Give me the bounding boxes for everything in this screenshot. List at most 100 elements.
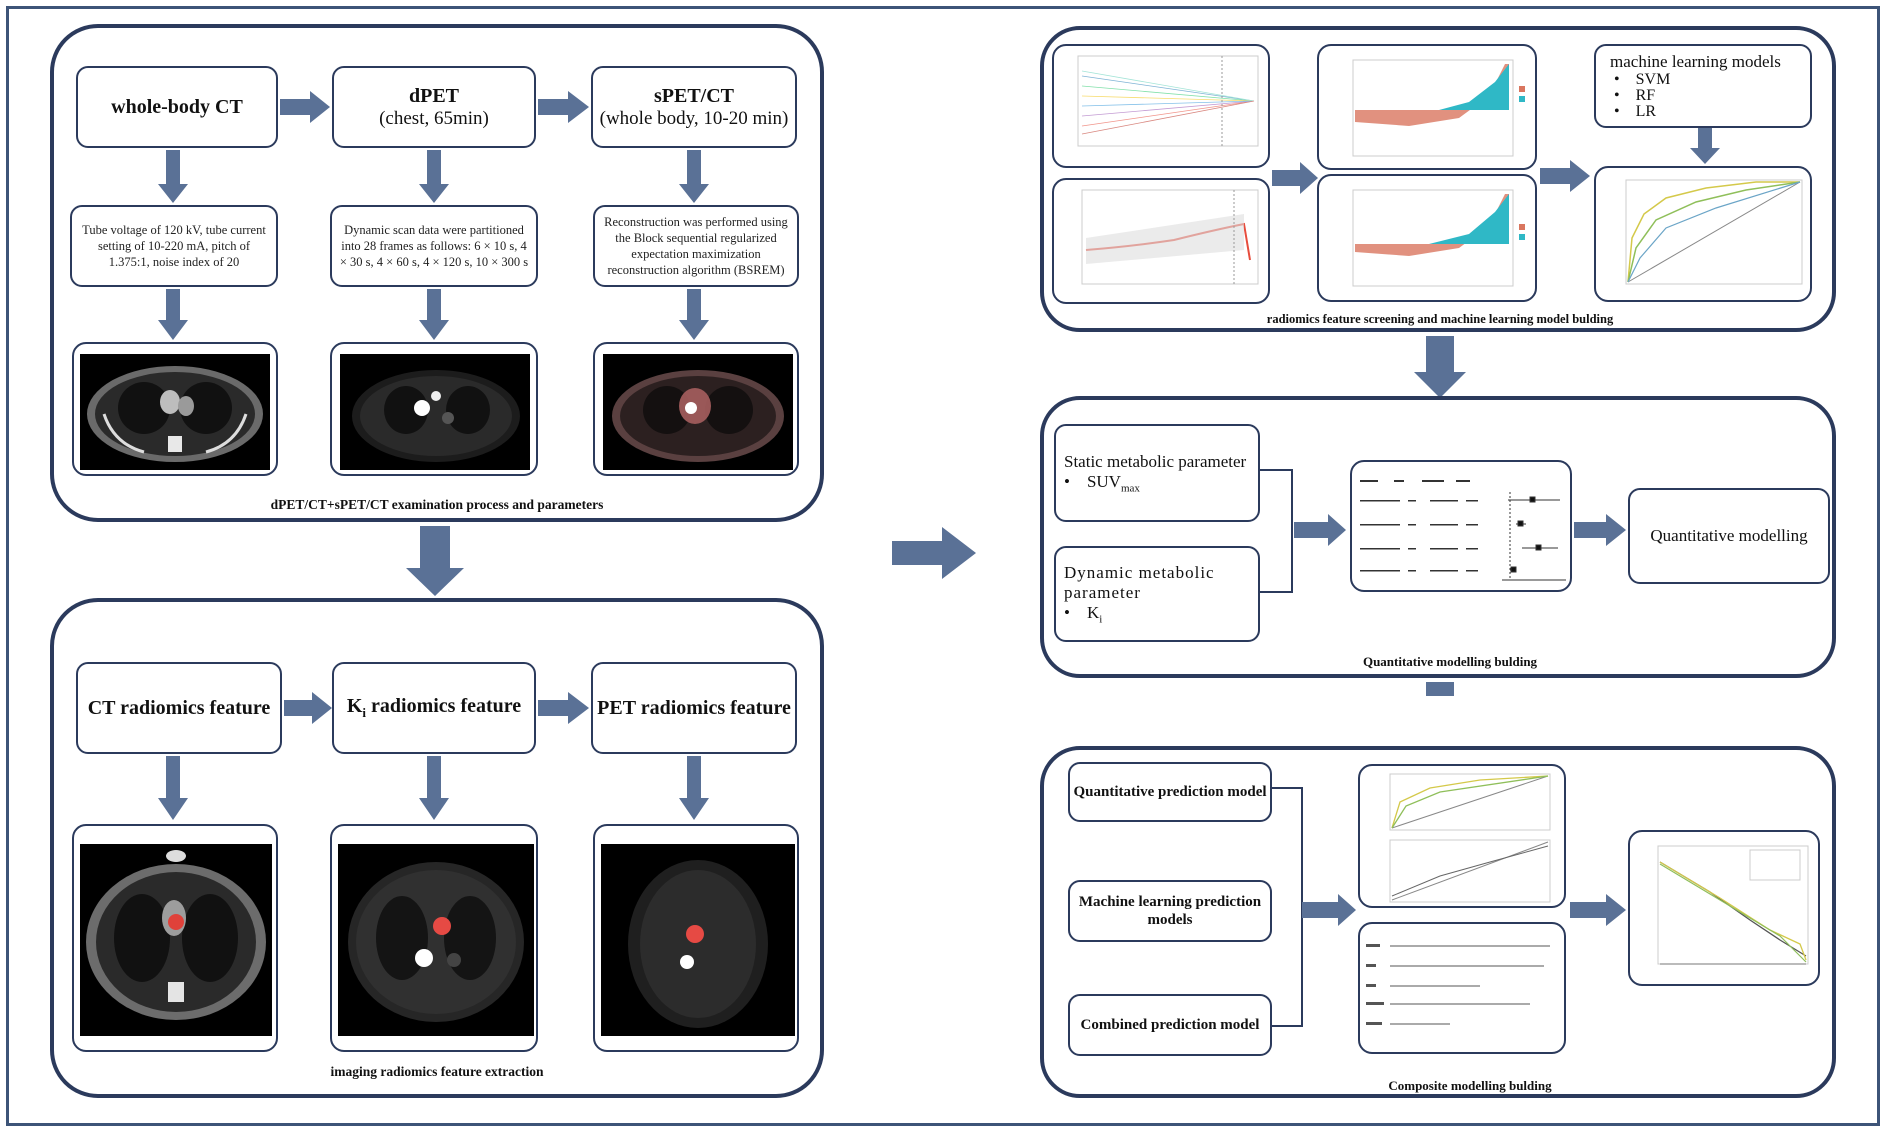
feature-screening-caption: radiomics feature screening and machine … xyxy=(1266,312,1614,326)
ml-item-lr: • LR xyxy=(1614,103,1657,120)
dpet-title: dPET xyxy=(408,84,460,107)
arrow-ml-down xyxy=(1690,128,1720,164)
lasso-path-chart xyxy=(1077,55,1259,147)
ki-radiomics-k: K xyxy=(346,695,363,717)
arrow-dpet-down-1 xyxy=(419,150,449,203)
right-bottom-arrows xyxy=(1272,787,1626,1027)
ct-scan-image xyxy=(80,354,270,470)
arrow-plots-to-dca xyxy=(1570,894,1626,926)
ml-prediction-models-label: Machine learning prediction models xyxy=(1078,894,1262,928)
roc-chart-ml xyxy=(1625,179,1803,285)
ct-radiomics-box: CT radiomics feature xyxy=(76,662,282,754)
spet-params-text: Reconstruction was performed using the B… xyxy=(604,215,788,277)
right-top-arrows xyxy=(1272,128,1720,398)
ct-params-text: Tube voltage of 120 kV, tube current set… xyxy=(82,223,266,269)
ml-models-box: machine learning models • SVM • RF • LR xyxy=(1594,44,1812,128)
nomogram-chart xyxy=(1366,944,1550,1025)
dpet-params-box: Dynamic scan data were partitioned into … xyxy=(330,205,538,287)
ml-prediction-models-box: Machine learning prediction models xyxy=(1068,880,1272,942)
feature-importance-chart-1 xyxy=(1352,59,1525,157)
feature-importance-chart-2 xyxy=(1352,189,1525,287)
dynamic-param-box: Dynamic metabolic parameter • Ki xyxy=(1054,546,1260,642)
decision-curve-chart xyxy=(1657,845,1809,965)
ml-item-rf-label: RF xyxy=(1635,87,1656,104)
ki-radiomics-rest: radiomics feature xyxy=(366,695,522,717)
ml-item-svm: • SVM xyxy=(1614,71,1671,88)
decision-curve-plot xyxy=(1628,830,1820,986)
quant-modelling-caption: Quantitative modelling bulding xyxy=(1362,654,1538,669)
spet-scan-frame xyxy=(593,342,799,476)
ml-item-lr-label: LR xyxy=(1635,103,1657,120)
arrow-dpet-down-2 xyxy=(419,289,449,340)
exam-process-caption: dPET/CT+sPET/CT examination process and … xyxy=(270,497,604,512)
ct-radiomics-scan-image xyxy=(80,844,272,1036)
arrow-panel-down xyxy=(406,526,464,596)
combined-prediction-model-label: Combined prediction model xyxy=(1080,1017,1260,1033)
spet-title: sPET/CT xyxy=(653,84,735,107)
roc-plot-ml xyxy=(1594,166,1812,302)
ki-radiomics-scan-image xyxy=(338,844,534,1036)
arrow-params-to-forest xyxy=(1294,514,1346,546)
bracket-models xyxy=(1272,787,1303,1027)
dynamic-param-item: • Ki xyxy=(1064,602,1103,626)
pet-radiomics-box: PET radiomics feature xyxy=(591,662,797,754)
nomogram-plot xyxy=(1358,922,1566,1054)
ki-radiomics-box: Ki radiomics feature xyxy=(332,662,536,754)
static-param-box: Static metabolic parameter • SUVmax xyxy=(1054,424,1260,522)
quant-prediction-model-label: Quantitative prediction model xyxy=(1073,784,1267,800)
dpet-scan-image xyxy=(340,354,530,470)
static-param-title: Static metabolic parameter xyxy=(1064,451,1247,471)
ki-radiomics-scan-frame xyxy=(330,824,538,1052)
arrow-importance-to-roc xyxy=(1540,160,1590,192)
ki-sub: i xyxy=(1099,613,1103,626)
arrow-ctrad-to-ki xyxy=(284,692,332,724)
dpet-scan-frame xyxy=(330,342,538,476)
static-param-item: • SUVmax xyxy=(1064,471,1140,495)
feature-importance-plot-2 xyxy=(1317,174,1537,302)
arrow-spet-down-2 xyxy=(679,289,709,340)
spet-scan-image xyxy=(603,354,793,470)
spet-params-box: Reconstruction was performed using the B… xyxy=(593,205,799,287)
forest-chart xyxy=(1360,480,1566,581)
arrow-ct-down-1 xyxy=(158,150,188,203)
ki-radiomics-sub: i xyxy=(362,705,367,720)
ml-models-title: machine learning models xyxy=(1610,52,1781,71)
ki-label: K xyxy=(1086,602,1100,622)
lasso-cv-chart xyxy=(1081,189,1259,285)
ki-radiomics-title: Ki radiomics feature xyxy=(347,695,521,721)
composite-roc-calibration-plot xyxy=(1358,764,1566,908)
forest-plot xyxy=(1350,460,1572,592)
pet-radiomics-scan-image xyxy=(601,844,795,1036)
pet-radiomics-scan-frame xyxy=(593,824,799,1052)
suv-sub: max xyxy=(1120,482,1140,495)
arrow-dpet-to-spet xyxy=(538,91,589,123)
feature-importance-plot-1 xyxy=(1317,44,1537,170)
spet-box: sPET/CT (whole body, 10-20 min) xyxy=(591,66,797,148)
arrow-lasso-to-importance xyxy=(1272,162,1318,194)
whole-body-ct-box: whole-body CT xyxy=(76,66,278,148)
pet-radiomics-title: PET radiomics feature xyxy=(597,696,791,719)
composite-roc-calibration-chart xyxy=(1389,773,1551,903)
lasso-path-plot xyxy=(1052,44,1270,168)
dpet-subtitle: (chest, 65min) xyxy=(379,107,489,129)
arrow-top-to-mid xyxy=(1414,336,1466,398)
arrow-forest-to-quant xyxy=(1574,514,1626,546)
dpet-box: dPET (chest, 65min) xyxy=(332,66,536,148)
ml-models-list: • SVM • RF • LR xyxy=(1614,72,1670,120)
ml-item-rf: • RF xyxy=(1614,87,1656,104)
dpet-params-text: Dynamic scan data were partitioned into … xyxy=(339,223,529,269)
arrow-models-to-plots xyxy=(1302,894,1356,926)
dynamic-param-title: Dynamic metabolic parameter xyxy=(1064,562,1215,602)
suv-label: SUV xyxy=(1086,471,1121,491)
ml-item-svm-label: SVM xyxy=(1635,71,1671,88)
ct-params-box: Tube voltage of 120 kV, tube current set… xyxy=(70,205,278,287)
arrow-pet-down xyxy=(679,756,709,820)
spet-subtitle: (whole body, 10-20 min) xyxy=(599,107,789,129)
composite-modelling-caption: Composite modelling bulding xyxy=(1388,1078,1552,1093)
center-arrow xyxy=(892,527,976,579)
arrow-ki-down xyxy=(419,756,449,820)
quant-prediction-model-box: Quantitative prediction model xyxy=(1068,762,1272,822)
radiomics-extraction-caption: imaging radiomics feature extraction xyxy=(330,1064,544,1079)
combined-prediction-model-box: Combined prediction model xyxy=(1068,994,1272,1056)
quant-modelling-label: Quantitative modelling xyxy=(1650,526,1808,545)
